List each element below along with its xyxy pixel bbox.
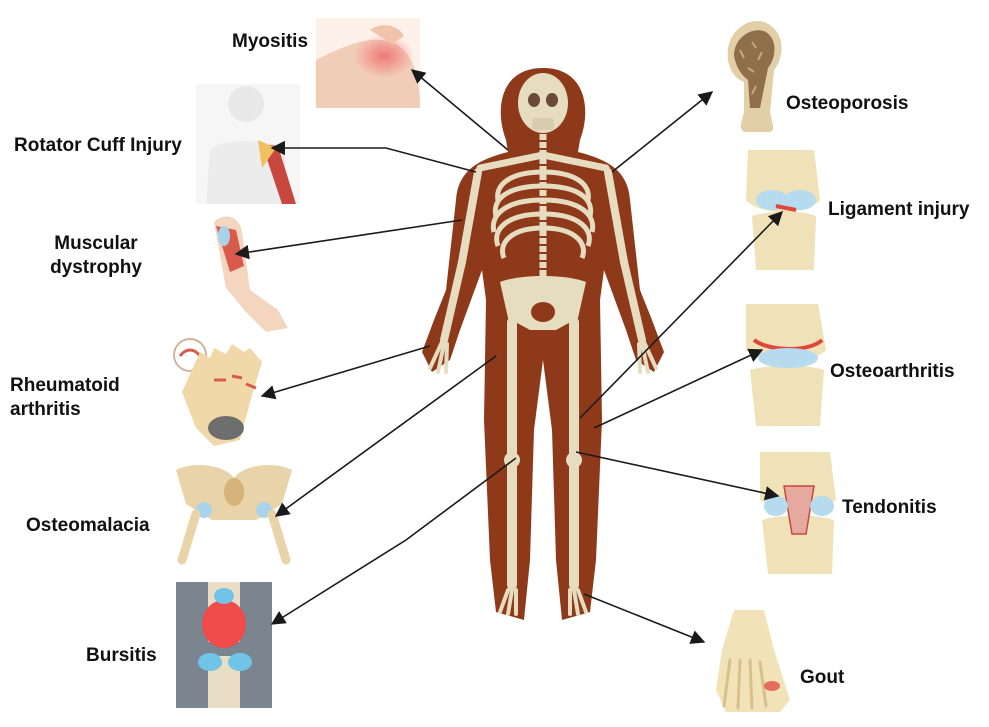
knee-bursa-icon [176, 582, 272, 708]
label-ligament-injury: Ligament injury [828, 198, 969, 222]
label-bursitis: Bursitis [86, 644, 157, 668]
femur-icon [728, 21, 782, 132]
rotator-cuff-icon [196, 84, 300, 204]
knee-ligament-icon [746, 150, 820, 270]
arrow-gout [584, 594, 704, 642]
arrow-rheumatoid-arthritis [262, 346, 430, 396]
pelvis-icon [176, 465, 292, 560]
label-tendonitis: Tendonitis [842, 496, 937, 520]
arrow-bursitis [272, 458, 516, 624]
label-muscular-dystrophy-line1: Muscular [26, 232, 166, 256]
label-osteoarthritis: Osteoarthritis [830, 360, 955, 384]
label-gout: Gout [800, 666, 844, 690]
label-rheumatoid-arthritis-line1: Rheumatoid [10, 374, 120, 398]
label-rheumatoid-arthritis: Rheumatoid arthritis [10, 374, 120, 422]
arm-icon [214, 217, 288, 332]
label-myositis: Myositis [232, 30, 308, 54]
label-muscular-dystrophy: Muscular dystrophy [26, 232, 166, 280]
label-osteomalacia: Osteomalacia [26, 514, 150, 538]
label-osteoporosis: Osteoporosis [786, 92, 908, 116]
arrow-osteomalacia [276, 356, 496, 516]
label-rotator-cuff-injury: Rotator Cuff Injury [14, 134, 182, 158]
label-rheumatoid-arthritis-line2: arthritis [10, 398, 120, 422]
label-muscular-dystrophy-line2: dystrophy [26, 256, 166, 280]
arrow-muscular-dystrophy [236, 220, 462, 254]
knee-osteoarthritis-icon [746, 304, 826, 426]
arrow-osteoarthritis [594, 350, 762, 428]
foot-icon [716, 610, 790, 712]
arrow-myositis [412, 70, 508, 150]
arrow-osteoporosis [612, 92, 712, 172]
arrow-tendonitis [576, 452, 778, 496]
shoulder-icon [316, 18, 420, 108]
knee-tendon-icon [760, 452, 836, 574]
hand-icon [174, 339, 262, 446]
arrow-rotator-cuff [272, 148, 476, 172]
body-skeleton-icon [422, 68, 664, 620]
